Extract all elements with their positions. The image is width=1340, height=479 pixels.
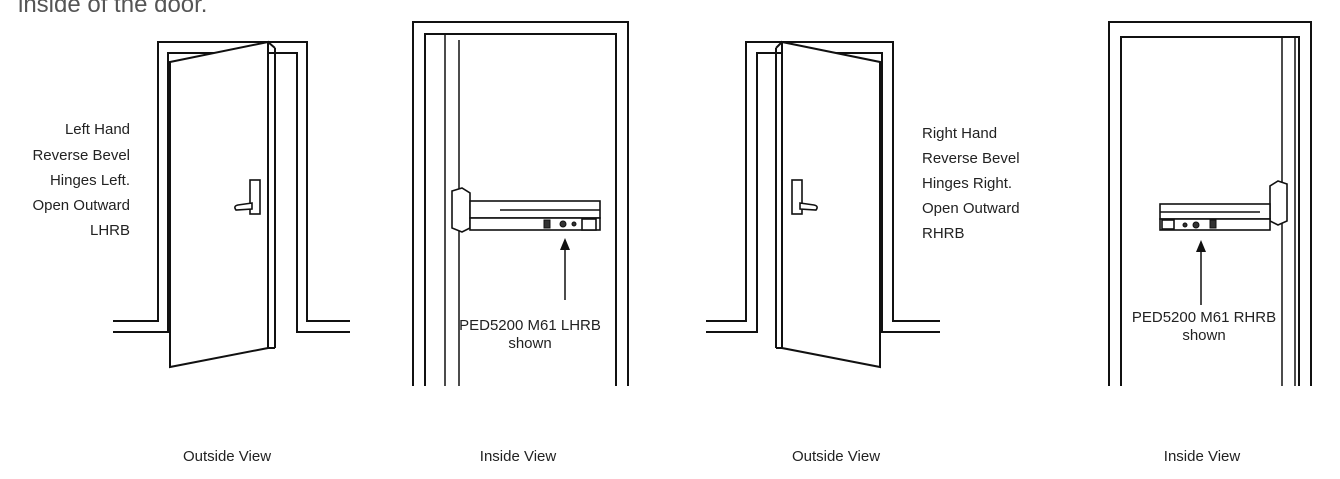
frame-outer-right xyxy=(782,41,940,322)
callout-arrow xyxy=(1196,240,1206,252)
rhrb-desc-line-2: Reverse Bevel xyxy=(922,150,1020,167)
lhrb-desc-line-3: Hinges Left. xyxy=(50,172,130,189)
lhrb-desc-line-4: Open Outward xyxy=(32,197,130,214)
lhrb-desc-line-5: LHRB xyxy=(90,222,130,239)
lhrb-desc-line-2: Reverse Bevel xyxy=(32,147,130,164)
rhrb-desc-line-5: RHRB xyxy=(922,225,965,242)
frame-inner-left xyxy=(706,52,782,333)
exit-device-lhrb xyxy=(451,187,601,233)
frame-outer xyxy=(412,21,629,386)
lever-escutcheon xyxy=(791,179,803,215)
rhrb-callout-line-1: PED5200 M61 RHRB xyxy=(1132,309,1276,326)
frame-inner-right xyxy=(268,52,350,333)
frame-outer-left xyxy=(706,41,782,322)
lhrb-desc-line-1: Left Hand xyxy=(65,121,130,138)
lhrb-callout-line-2: shown xyxy=(508,335,551,352)
lever-escutcheon xyxy=(249,179,261,215)
intro-text: inside of the door. xyxy=(18,0,207,18)
lhrb-inside-illustration xyxy=(412,21,629,386)
callout-arrow xyxy=(560,238,570,250)
frame-inner xyxy=(1120,36,1300,386)
rhrb-outside-caption: Outside View xyxy=(792,448,880,465)
lhrb-outside-illustration xyxy=(113,40,350,369)
frame-outer xyxy=(1108,21,1312,386)
lever-handle xyxy=(799,202,818,211)
rhrb-desc-line-4: Open Outward xyxy=(922,200,1020,217)
frame-inner xyxy=(424,33,617,386)
rhrb-desc-line-1: Right Hand xyxy=(922,125,997,142)
lhrb-callout-line-1: PED5200 M61 LHRB xyxy=(459,317,601,334)
rhrb-desc-line-3: Hinges Right. xyxy=(922,175,1012,192)
exit-device-rhrb xyxy=(1159,180,1288,231)
frame-outer-left xyxy=(113,41,268,322)
rhrb-inside-illustration xyxy=(1108,21,1312,386)
lhrb-outside-caption: Outside View xyxy=(183,448,271,465)
lhrb-inside-caption: Inside View xyxy=(480,448,557,465)
lever-handle xyxy=(234,202,253,211)
frame-outer-right xyxy=(268,41,350,322)
rhrb-outside-illustration xyxy=(706,40,940,369)
rhrb-inside-caption: Inside View xyxy=(1164,448,1241,465)
door-leaf xyxy=(781,40,881,369)
rhrb-callout-line-2: shown xyxy=(1182,327,1225,344)
